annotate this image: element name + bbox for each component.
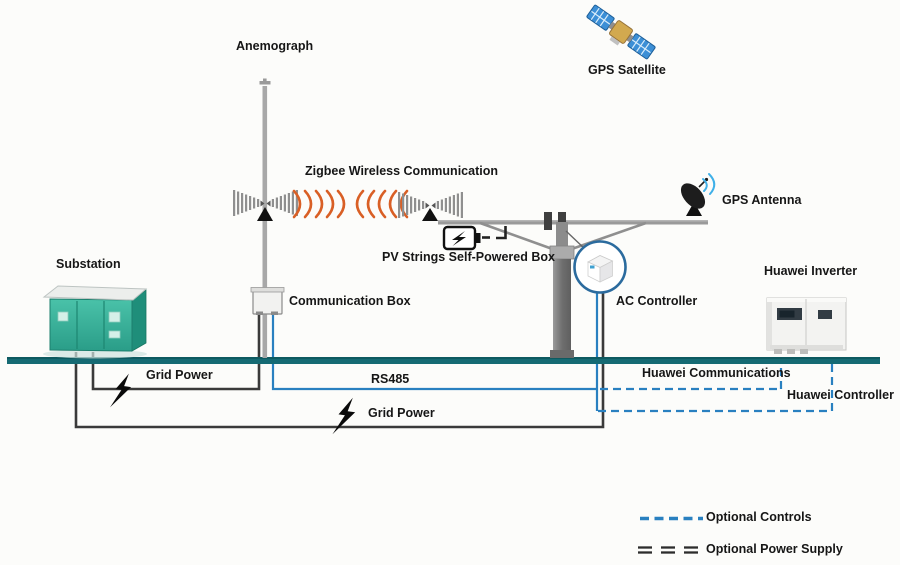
ac-controller-label: AC Controller <box>616 294 698 308</box>
substation-building-icon <box>42 285 148 359</box>
ground-line <box>7 357 880 364</box>
legend-double-dash-swatch <box>638 546 698 554</box>
grid-power-label-1: Grid Power <box>146 368 213 382</box>
satellite-icon <box>586 4 656 60</box>
anemograph-label: Anemograph <box>236 39 314 53</box>
huawei-controller-label: Huawei Controller <box>787 388 894 402</box>
communication-box-icon <box>250 287 285 315</box>
huawei-inverter-label: Huawei Inverter <box>764 264 858 278</box>
legend-optional-controls-label: Optional Controls <box>706 510 812 524</box>
gps-satellite-label: GPS Satellite <box>588 63 666 77</box>
grid-power-line-substation-to-commbox <box>91 313 261 391</box>
lightning-bolt-icon <box>110 373 132 408</box>
legend-optional-power-supply-label: Optional Power Supply <box>706 542 843 556</box>
zigbee-antenna-icon <box>398 192 463 221</box>
huawei-communications-label: Huawei Communications <box>642 366 791 380</box>
controller-magnifier-icon <box>565 230 627 294</box>
substation-label: Substation <box>56 257 121 271</box>
tracker-torque-tube <box>438 220 708 225</box>
lightning-bolt-icon <box>332 397 356 435</box>
zigbee-label: Zigbee Wireless Communication <box>305 164 498 178</box>
huawei-controller-dashed-line <box>598 360 834 413</box>
zigbee-wave-left-icon <box>355 189 409 219</box>
zigbee-wave-right-icon <box>292 189 346 219</box>
communication-box-label: Communication Box <box>289 294 411 308</box>
inverter-icon <box>766 297 847 354</box>
grid-power-label-2: Grid Power <box>368 406 435 420</box>
huawei-communications-dashed-line <box>600 360 783 391</box>
tracker-pole <box>479 212 647 358</box>
anemometer-mast-icon <box>259 78 271 358</box>
rs485-line <box>271 292 599 411</box>
zigbee-antenna-icon <box>233 190 298 221</box>
pv-selfpower-box-label: PV Strings Self-Powered Box <box>382 250 555 264</box>
rs485-label: RS485 <box>371 372 410 386</box>
battery-icon <box>442 225 507 251</box>
satellite-dish-icon <box>680 173 716 216</box>
gps-antenna-label: GPS Antenna <box>722 193 802 207</box>
